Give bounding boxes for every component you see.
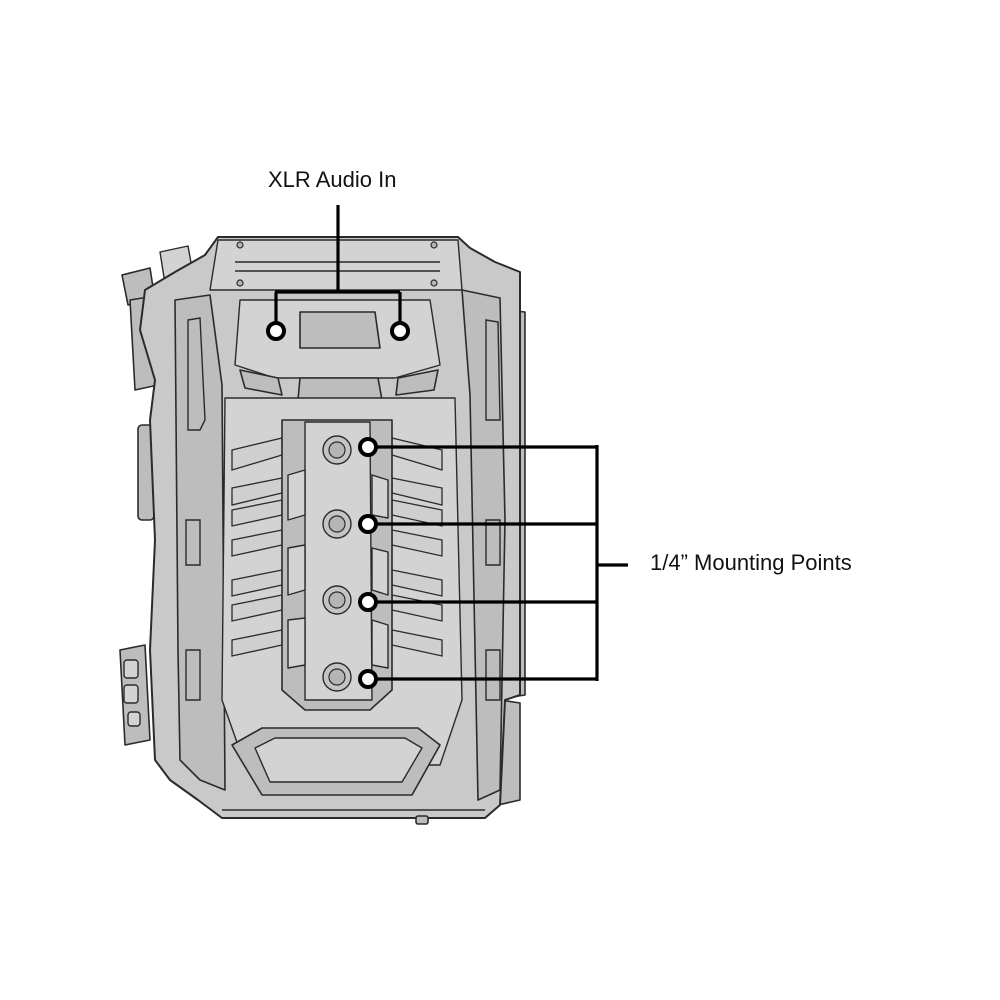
- xlr-right-marker: [390, 321, 410, 341]
- mounting-point-marker: [358, 592, 378, 612]
- mounting-point-marker: [358, 669, 378, 689]
- xlr-audio-in-label: XLR Audio In: [268, 167, 397, 192]
- camera-body: [119, 236, 526, 825]
- mounting-points-callout: [358, 437, 628, 689]
- xlr-left-marker: [266, 321, 286, 341]
- xlr-callout: [266, 205, 410, 341]
- mounting-point-marker: [358, 514, 378, 534]
- mounting-points-label: 1/4” Mounting Points: [650, 550, 852, 575]
- mounting-point-marker: [358, 437, 378, 457]
